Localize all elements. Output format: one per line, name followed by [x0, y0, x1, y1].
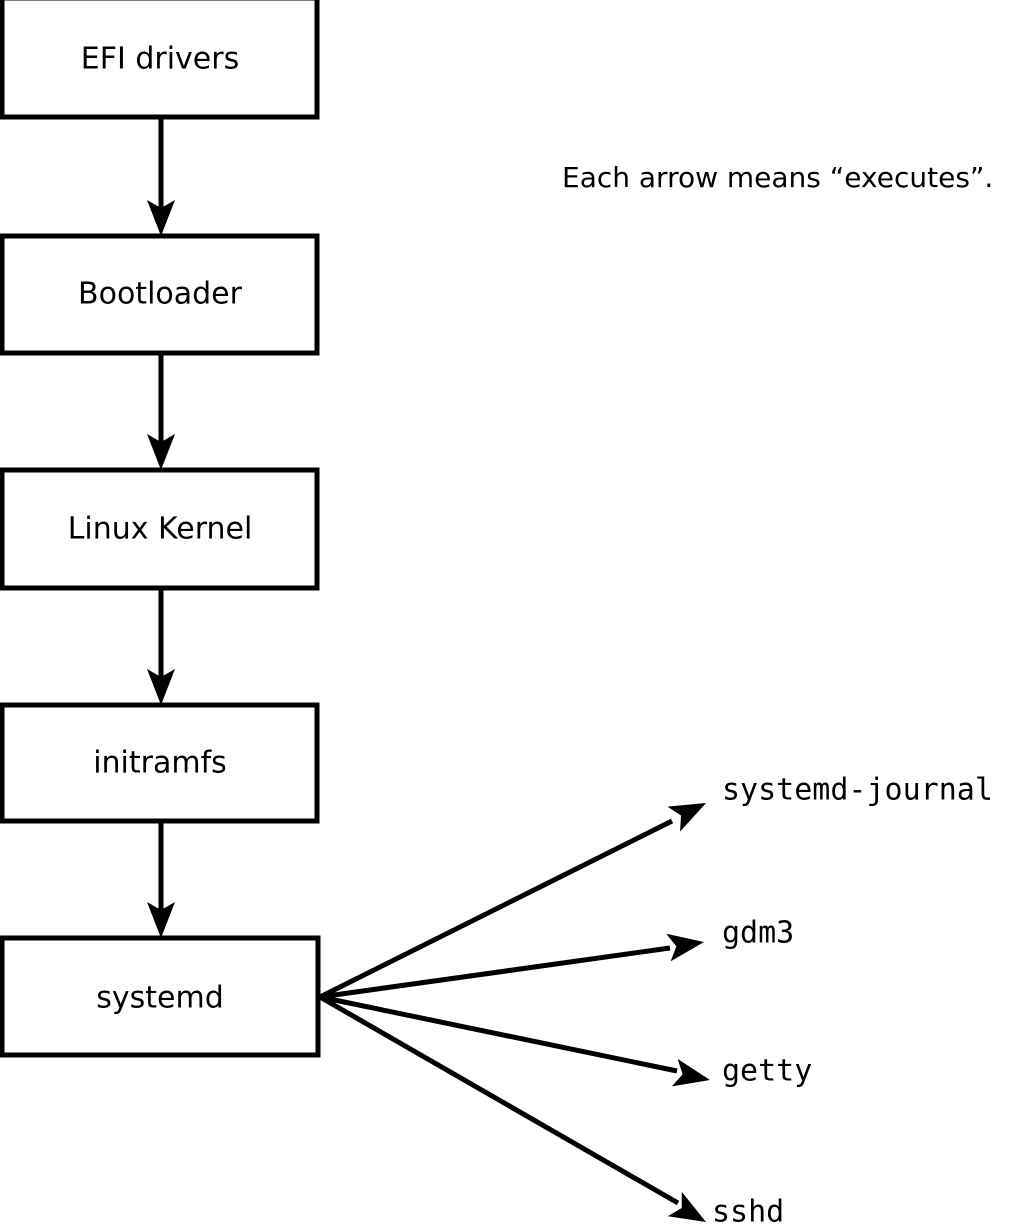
arrowhead-icon — [666, 928, 707, 962]
edge-line — [319, 994, 678, 1074]
chain-edges — [147, 117, 175, 938]
node-label: systemd — [96, 981, 224, 1016]
fan-edges — [318, 790, 713, 1230]
arrowhead-icon — [667, 790, 713, 832]
node-box[interactable] — [0, 702, 320, 824]
node-initramfs[interactable]: initramfs — [0, 702, 320, 824]
node-label: EFI drivers — [81, 42, 239, 77]
edge-systemd-to-sshd — [318, 994, 713, 1230]
edge-efi-to-bootloader — [147, 117, 175, 236]
node-sshd[interactable]: sshd — [712, 1195, 784, 1230]
arrowhead-icon — [671, 1058, 713, 1094]
node-label: Linux Kernel — [68, 512, 253, 547]
node-box[interactable] — [0, 233, 320, 356]
edge-initramfs-to-systemd — [147, 821, 175, 938]
edge-line — [318, 818, 674, 1000]
node-bootloader[interactable]: Bootloader — [0, 233, 320, 356]
fan-nodes: systemd-journal gdm3 getty sshd — [712, 773, 993, 1230]
node-box[interactable] — [0, 935, 321, 1058]
arrowhead-down-icon — [147, 669, 175, 705]
edge-line — [318, 994, 680, 1206]
edge-kernel-to-initramfs — [147, 588, 175, 705]
edge-line — [319, 945, 671, 1000]
legend-annotation: Each arrow means “executes”. — [562, 161, 993, 194]
arrowhead-down-icon — [147, 902, 175, 938]
edge-systemd-to-systemd-journal — [318, 790, 713, 1000]
edge-systemd-to-getty — [319, 994, 713, 1094]
node-linux-kernel[interactable]: Linux Kernel — [0, 467, 320, 591]
node-efi-drivers[interactable]: EFI drivers — [0, 0, 320, 120]
arrowhead-icon — [667, 1191, 713, 1230]
node-getty[interactable]: getty — [722, 1054, 812, 1089]
node-gdm3[interactable]: gdm3 — [722, 916, 794, 951]
node-box[interactable] — [0, 467, 320, 591]
chain-nodes: EFI drivers Bootloader Linux Kernel init… — [0, 0, 321, 1058]
edge-bootloader-to-kernel — [147, 353, 175, 470]
node-systemd[interactable]: systemd — [0, 935, 321, 1058]
edge-systemd-to-gdm3 — [319, 928, 707, 1000]
arrowhead-down-icon — [147, 200, 175, 236]
node-box[interactable] — [0, 0, 320, 120]
node-systemd-journal[interactable]: systemd-journal — [722, 773, 993, 808]
arrowhead-down-icon — [147, 434, 175, 470]
node-label: initramfs — [93, 746, 227, 781]
node-label: Bootloader — [78, 277, 243, 312]
